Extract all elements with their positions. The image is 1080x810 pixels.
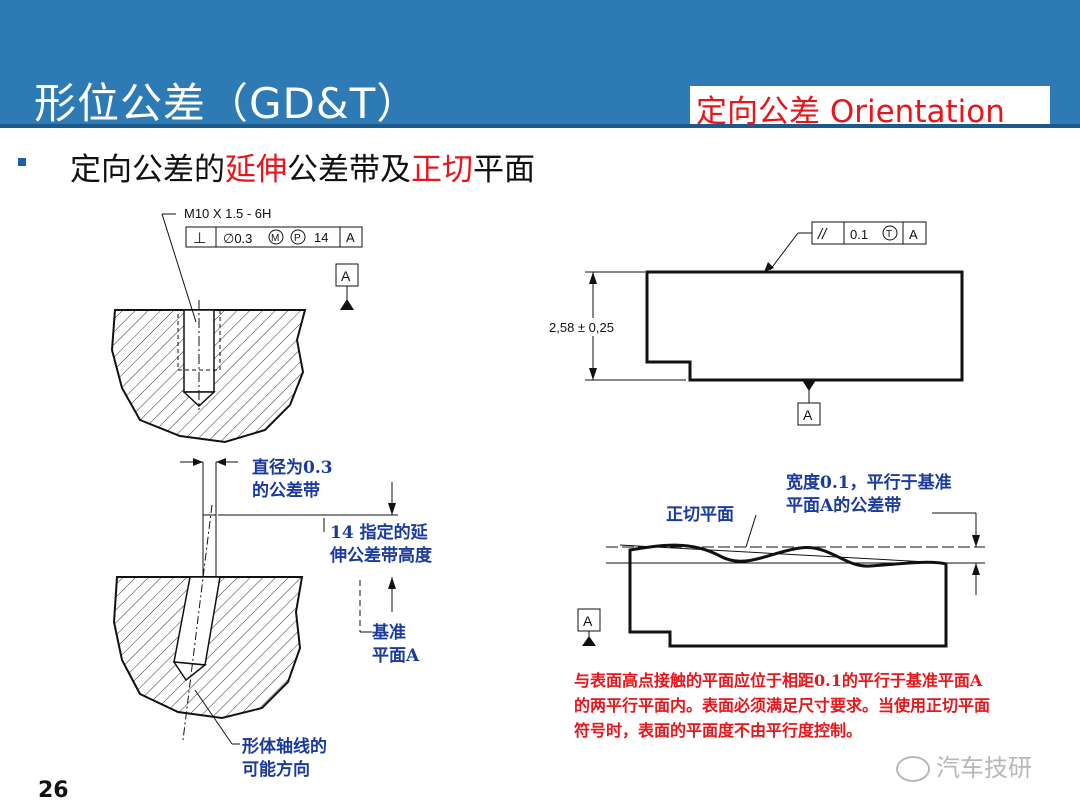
frame-tolerance-value: ∅0.3 xyxy=(223,231,252,246)
tangent-plane-modifier-icon xyxy=(882,225,898,241)
slide-subtitle: 定向公差 Orientation xyxy=(696,94,1005,130)
svg-text:T: T xyxy=(886,229,892,240)
frame-tolerance-value: 0.1 xyxy=(850,227,868,242)
note-axis-direction: 形体轴线的 可能方向 xyxy=(242,737,327,780)
height-dimension: 2,58 ± 0,25 xyxy=(546,271,686,381)
tangent-plane-explanation: 与表面高点接触的平面应位于相距0.1的平行于基准平面A的两平行平面内。表面必须满… xyxy=(574,671,991,740)
datum-a-symbol: A xyxy=(797,380,821,426)
title-bar-divider xyxy=(0,124,1080,128)
note-tangent-plane: 正切平面 xyxy=(666,505,734,525)
projected-modifier-icon xyxy=(290,229,306,245)
heading-highlight-extension: 延伸 xyxy=(225,152,287,188)
slide-title: 形位公差（GD&T） xyxy=(34,79,420,128)
mmc-modifier-icon xyxy=(268,229,284,245)
note-projected-height: 14 指定的延 伸公差带高度 xyxy=(330,523,432,566)
svg-text:P: P xyxy=(294,233,301,244)
section-heading: 定向公差的延伸公差带及正切平面 xyxy=(70,144,535,189)
tangent-plane-drawing: // 0.1 T A 2,58 ± 0,25 A xyxy=(546,221,964,426)
watermark: 汽车技研 xyxy=(896,748,1032,783)
parallelism-symbol-icon: // xyxy=(817,226,828,243)
watermark-text: 汽车技研 xyxy=(936,754,1032,782)
tangent-plane-line xyxy=(619,544,947,564)
leader-line xyxy=(161,213,197,323)
datum-a-symbol: A xyxy=(335,263,359,310)
heading-text-1: 定向公差的 xyxy=(70,152,225,188)
part-outline xyxy=(645,270,964,382)
svg-text:A: A xyxy=(583,613,593,629)
bullet-square-icon xyxy=(18,158,26,166)
projected-zone-drawing xyxy=(112,458,398,745)
feature-control-frame-parallelism: // 0.1 T A xyxy=(811,221,927,245)
height-dimension-value: 2,58 ± 0,25 xyxy=(549,320,614,335)
svg-text:A: A xyxy=(341,268,351,284)
frame-datum-ref: A xyxy=(346,230,355,245)
note-zone-width: 宽度0.1，平行于基准 平面A的公差带 xyxy=(786,473,952,516)
frame-datum-ref: A xyxy=(909,227,918,242)
thread-callout: M10 X 1.5 - 6H xyxy=(184,206,271,221)
wechat-icon xyxy=(896,756,930,782)
heading-text-3: 平面 xyxy=(473,152,535,188)
heading-text-2: 公差带及 xyxy=(287,152,411,188)
svg-text:M: M xyxy=(271,233,279,244)
note-zone-diameter: 直径为0.3 的公差带 xyxy=(252,458,333,501)
page-number: 26 xyxy=(38,778,69,803)
tangent-zone-drawing: A xyxy=(577,512,985,648)
possible-axis-line xyxy=(182,504,213,741)
perpendicularity-symbol-icon: ⊥ xyxy=(193,230,206,247)
note-datum-plane: 基准 平面A xyxy=(372,623,420,666)
feature-control-frame-perpendicularity: ⊥ ∅0.3 M P 14 A xyxy=(185,226,363,248)
subtitle-background xyxy=(690,86,1050,124)
projected-zone-rect xyxy=(202,514,217,578)
datum-a-symbol: A xyxy=(577,608,601,646)
heading-highlight-tangent: 正切 xyxy=(411,152,473,188)
projected-height-value: 14 xyxy=(314,230,328,245)
threaded-hole-drawing: M10 X 1.5 - 6H ⊥ ∅0.3 M P 14 A A xyxy=(110,206,363,444)
svg-text:A: A xyxy=(803,407,813,423)
tilted-drill-point xyxy=(172,661,207,682)
